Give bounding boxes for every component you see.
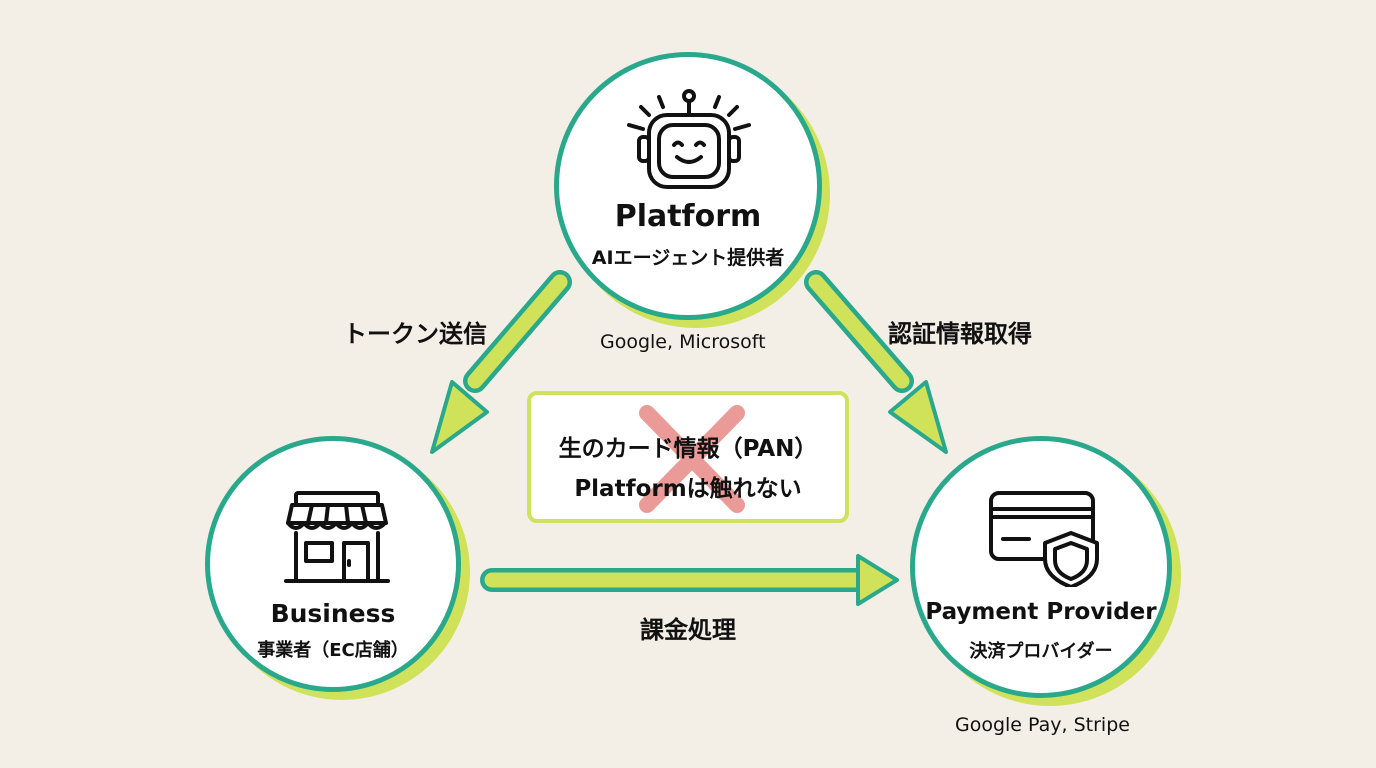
arrow-billing [480, 554, 899, 606]
label-billing: 課金処理 [640, 616, 736, 644]
pan-note-box: 生のカード情報（PAN） Platformは触れない [527, 391, 849, 523]
payment-subtitle: 決済プロバイダー [969, 641, 1113, 662]
cross-icon [639, 405, 745, 513]
robot-icon [627, 89, 751, 189]
platform-node: Platform AIエージェント提供者 [554, 52, 822, 320]
note-line-2: Platformは触れない [574, 476, 802, 502]
payment-examples: Google Pay, Stripe [955, 714, 1130, 736]
label-auth: 認証情報取得 [888, 320, 1032, 348]
business-node: Business 事業者（EC店舗） [205, 436, 461, 692]
card-shield-icon [989, 491, 1099, 587]
label-token: トークン送信 [343, 320, 487, 348]
platform-title: Platform [614, 199, 762, 234]
note-line-1: 生のカード情報（PAN） [558, 436, 818, 462]
platform-subtitle: AIエージェント提供者 [591, 247, 785, 269]
platform-examples: Google, Microsoft [600, 331, 766, 353]
arrow-auth [804, 270, 948, 454]
arrow-token [430, 270, 572, 454]
business-subtitle: 事業者（EC店舗） [257, 640, 409, 661]
payment-title: Payment Provider [925, 599, 1157, 625]
business-title: Business [270, 599, 396, 628]
storefront-icon [284, 491, 390, 583]
payment-node: Payment Provider 決済プロバイダー [910, 436, 1172, 698]
